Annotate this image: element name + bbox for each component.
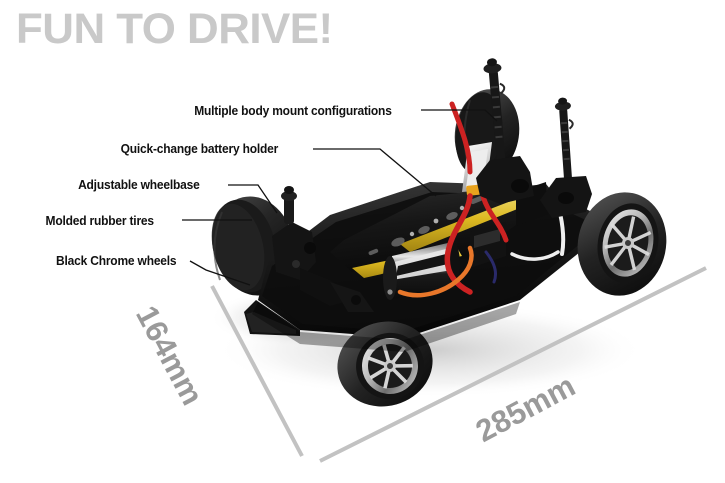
page-title: FUN TO DRIVE! [16,5,333,53]
callout-body-mount: Multiple body mount configurations [194,104,392,118]
callout-wheelbase: Adjustable wheelbase [78,178,200,192]
callout-wheels: Black Chrome wheels [56,254,177,268]
body-mount-posts [476,58,592,218]
callout-battery-holder: Quick-change battery holder [120,142,279,156]
callout-tires: Molded rubber tires [45,214,155,228]
